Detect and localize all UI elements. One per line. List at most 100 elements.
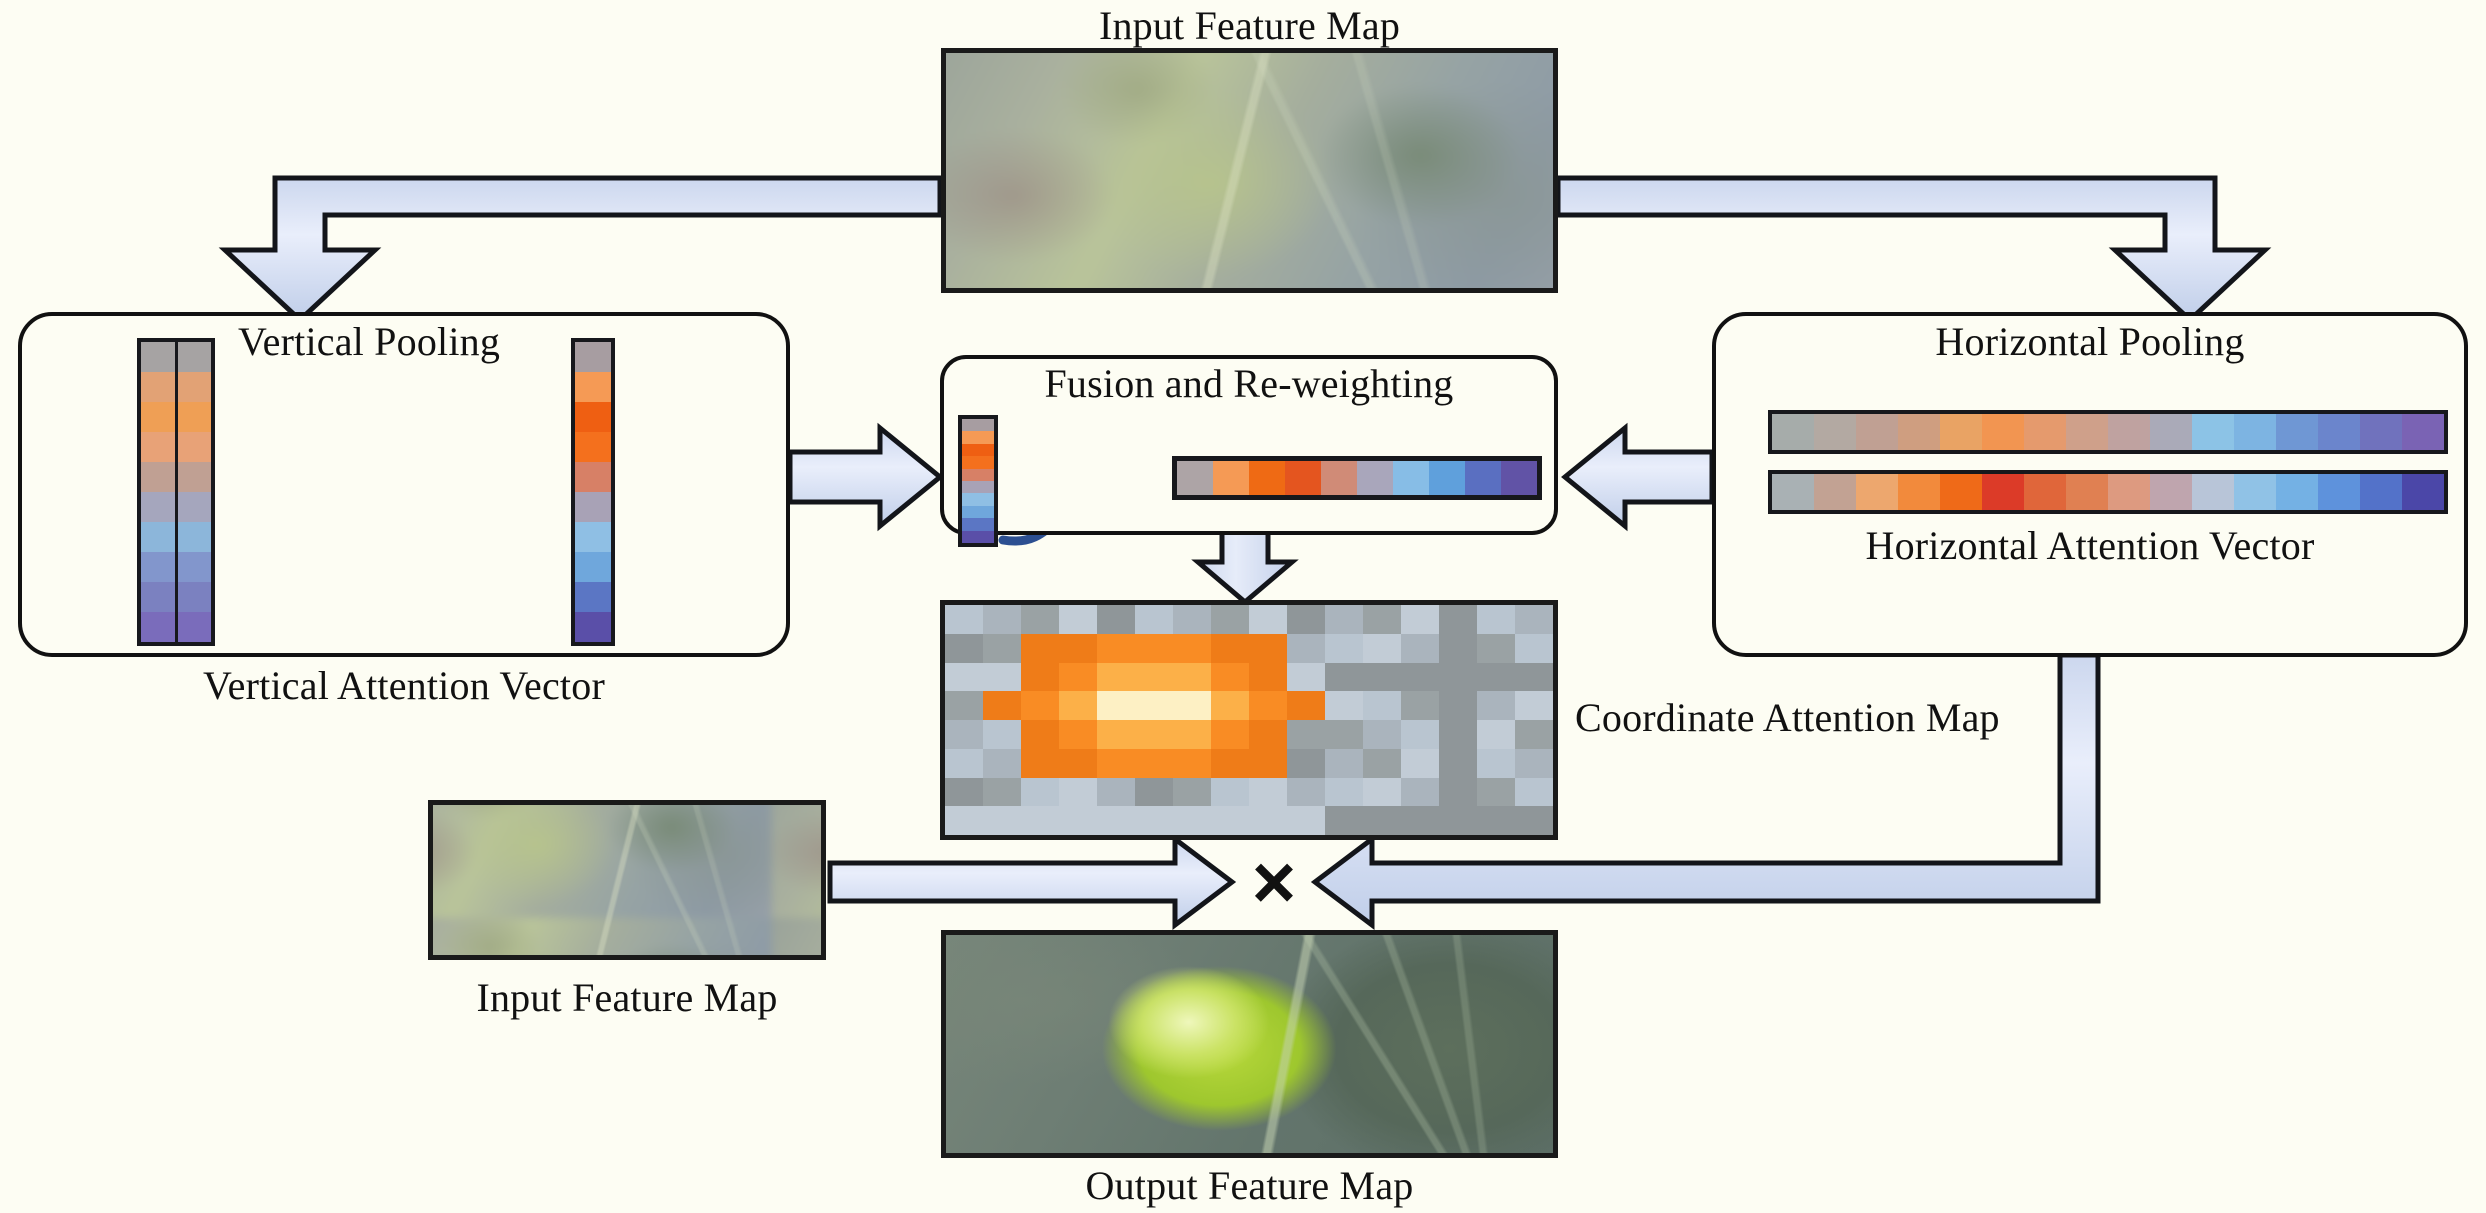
attention-cell bbox=[1135, 720, 1173, 749]
fusion-input-vector-segment bbox=[962, 431, 994, 444]
horizontal-attention-vector-segment bbox=[2402, 474, 2444, 510]
attention-cell bbox=[1439, 806, 1477, 835]
attention-cell bbox=[983, 748, 1021, 778]
multiply-symbol: × bbox=[1251, 840, 1297, 925]
horizontal-attention-vector-segment bbox=[1898, 474, 1940, 510]
horizontal-pooling-bar-top-segment bbox=[2192, 414, 2234, 450]
label-vertical-pooling: Vertical Pooling bbox=[238, 319, 501, 364]
attention-cell bbox=[1515, 806, 1553, 835]
attention-cell bbox=[1363, 777, 1401, 807]
attention-cell bbox=[1059, 777, 1097, 807]
attention-cell bbox=[1135, 748, 1173, 778]
attention-cell bbox=[1401, 605, 1439, 634]
horizontal-attention-vector-segment bbox=[1982, 474, 2024, 510]
pooling-input-strip-col-2 bbox=[177, 342, 211, 642]
pooling-input-strip-segment bbox=[141, 342, 175, 372]
attention-cell bbox=[1287, 691, 1325, 720]
input-feature-map-top-image bbox=[946, 53, 1553, 288]
fusion-output-vector-segment bbox=[1177, 461, 1213, 495]
label-input-feature-map-bottom: Input Feature Map bbox=[476, 975, 778, 1020]
fusion-input-vector-segment bbox=[962, 481, 994, 494]
attention-cell bbox=[1515, 633, 1553, 663]
pooling-input-strip-segment bbox=[177, 372, 211, 402]
pooling-input-strip bbox=[137, 338, 215, 646]
coordinate-attention-map bbox=[940, 600, 1558, 840]
attention-cell bbox=[1363, 748, 1401, 778]
horizontal-attention-vector-segment bbox=[2276, 474, 2318, 510]
attention-cell bbox=[1515, 662, 1553, 692]
attention-cell bbox=[1363, 691, 1401, 720]
attention-cell bbox=[1439, 777, 1477, 807]
attention-cell bbox=[1097, 748, 1135, 778]
label-output-feature-map: Output Feature Map bbox=[1085, 1163, 1414, 1208]
fusion-input-vector-segment bbox=[962, 493, 994, 506]
attention-cell bbox=[1135, 662, 1173, 692]
horizontal-attention-vector-segment bbox=[2318, 474, 2360, 510]
attention-cell bbox=[1477, 633, 1515, 663]
attention-cell bbox=[1477, 605, 1515, 634]
attention-cell bbox=[1287, 720, 1325, 749]
attention-cell bbox=[1059, 662, 1097, 692]
fusion-output-vector-segment bbox=[1393, 461, 1429, 495]
horizontal-attention-vector-segment bbox=[1814, 474, 1856, 510]
pooling-input-strip-segment bbox=[177, 432, 211, 462]
coordinate-attention-map-grid bbox=[945, 605, 1553, 835]
horizontal-attention-vector-segment bbox=[1856, 474, 1898, 510]
attention-cell bbox=[1211, 748, 1249, 778]
attention-cell bbox=[1021, 605, 1059, 634]
fusion-panel bbox=[940, 355, 1558, 535]
attention-cell bbox=[1097, 633, 1135, 663]
attention-cell bbox=[1439, 633, 1477, 663]
attention-cell bbox=[1097, 662, 1135, 692]
attention-cell bbox=[1439, 605, 1477, 634]
attention-cell bbox=[1287, 605, 1325, 634]
connector-vertical-to-fusion bbox=[787, 422, 944, 532]
horizontal-attention-vector-segment bbox=[1772, 474, 1814, 510]
attention-cell bbox=[1249, 748, 1287, 778]
horizontal-pooling-bar-top-segment bbox=[1772, 414, 1814, 450]
pooling-input-strip-segment bbox=[141, 582, 175, 612]
attention-cell bbox=[1401, 777, 1439, 807]
label-vertical-attention-vector: Vertical Attention Vector bbox=[203, 663, 605, 708]
fusion-output-vector-segment bbox=[1213, 461, 1249, 495]
attention-cell bbox=[1135, 691, 1173, 720]
attention-cell bbox=[1135, 806, 1173, 835]
vertical-attention-vector-segment bbox=[575, 342, 611, 372]
vertical-attention-vector-segment bbox=[575, 402, 611, 432]
attention-cell bbox=[1249, 806, 1287, 835]
attention-cell bbox=[1287, 662, 1325, 692]
attention-cell bbox=[1515, 691, 1553, 720]
fusion-input-vector-segment bbox=[962, 505, 994, 519]
output-feature-map bbox=[941, 930, 1558, 1158]
input-feature-map-bottom bbox=[428, 800, 826, 960]
pooling-input-strip-segment bbox=[177, 522, 211, 552]
connector-input-to-horizontal-pooling bbox=[1555, 175, 2272, 324]
attention-cell bbox=[1401, 662, 1439, 692]
attention-cell bbox=[983, 691, 1021, 720]
fusion-input-vector-segment bbox=[962, 419, 994, 432]
fusion-output-vector-segment bbox=[1249, 461, 1285, 495]
attention-cell bbox=[1363, 633, 1401, 663]
attention-cell bbox=[945, 605, 983, 634]
horizontal-pooling-bar-top-segment bbox=[2360, 414, 2402, 450]
leaf-veins-overlay-bottom bbox=[433, 805, 821, 955]
attention-cell bbox=[1515, 605, 1553, 634]
attention-cell bbox=[1287, 777, 1325, 807]
attention-cell bbox=[1059, 748, 1097, 778]
pooling-input-strip-segment bbox=[141, 492, 175, 522]
attention-cell bbox=[1477, 662, 1515, 692]
horizontal-pooling-bar-top-segment bbox=[2150, 414, 2192, 450]
vertical-attention-vector-segment bbox=[575, 372, 611, 402]
horizontal-attention-vector-segment bbox=[2234, 474, 2276, 510]
pooling-input-strip-segment bbox=[141, 462, 175, 492]
pooling-input-strip-segment bbox=[141, 432, 175, 462]
fusion-output-vector-segment bbox=[1357, 461, 1393, 495]
attention-cell bbox=[983, 806, 1021, 835]
attention-cell bbox=[1021, 662, 1059, 692]
attention-cell bbox=[945, 748, 983, 778]
pooling-input-strip-col-1 bbox=[141, 342, 175, 642]
attention-cell bbox=[1401, 720, 1439, 749]
fusion-input-vector-segment bbox=[962, 530, 994, 544]
horizontal-pooling-bar-top-segment bbox=[2108, 414, 2150, 450]
attention-cell bbox=[1211, 605, 1249, 634]
